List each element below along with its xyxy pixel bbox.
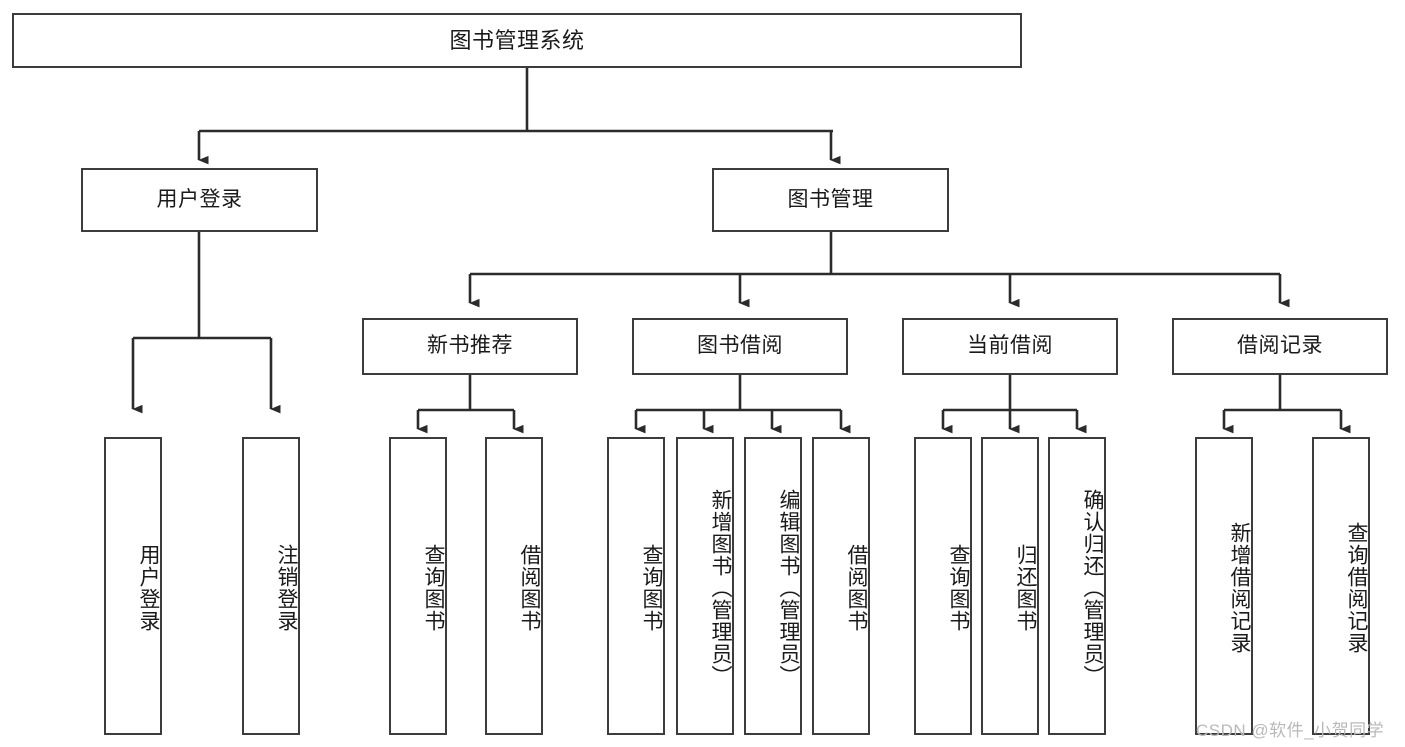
node-user-login[interactable]: 用户登录 <box>81 168 318 232</box>
leaf-borrow-book-recommend[interactable]: 借阅图书 <box>485 437 543 735</box>
node-root-label: 图书管理系统 <box>449 27 585 53</box>
leaf-logout-login[interactable]: 注销登录 <box>242 437 300 735</box>
leaf-borrow-book[interactable]: 借阅图书 <box>812 437 870 735</box>
node-book-manage[interactable]: 图书管理 <box>712 168 949 232</box>
node-current-borrow[interactable]: 当前借阅 <box>902 318 1118 375</box>
leaf-return-book-label: 归还图书 <box>1014 544 1037 632</box>
leaf-add-borrow-record-label: 新增借阅记录 <box>1228 522 1251 654</box>
node-borrow-record[interactable]: 借阅记录 <box>1172 318 1388 375</box>
leaf-query-borrow-record[interactable]: 查询借阅记录 <box>1312 437 1370 735</box>
node-new-book-recommend[interactable]: 新书推荐 <box>362 318 578 375</box>
node-book-manage-label: 图书管理 <box>787 187 874 211</box>
leaf-confirm-return-label: 确认归还（管理员） <box>1081 489 1104 687</box>
leaf-query-book-recommend[interactable]: 查询图书 <box>389 437 447 735</box>
node-book-borrow-label: 图书借阅 <box>697 334 783 358</box>
leaf-edit-book-label: 编辑图书（管理员） <box>777 489 800 687</box>
leaf-borrow-book-label: 借阅图书 <box>845 544 868 632</box>
leaf-add-borrow-record[interactable]: 新增借阅记录 <box>1195 437 1253 735</box>
leaf-return-book[interactable]: 归还图书 <box>981 437 1039 735</box>
csdn-watermark: CSDN @软件_小贺同学 <box>1196 721 1385 740</box>
node-user-login-label: 用户登录 <box>156 187 243 211</box>
leaf-add-book-label: 新增图书（管理员） <box>709 489 732 687</box>
leaf-query-book-borrow[interactable]: 查询图书 <box>607 437 665 735</box>
node-root-system[interactable]: 图书管理系统 <box>12 13 1022 68</box>
leaf-query-book-current-label: 查询图书 <box>947 544 970 632</box>
node-current-borrow-label: 当前借阅 <box>967 334 1053 358</box>
node-new-book-recommend-label: 新书推荐 <box>427 334 513 358</box>
node-borrow-record-label: 借阅记录 <box>1237 334 1323 358</box>
leaf-confirm-return[interactable]: 确认归还（管理员） <box>1048 437 1106 735</box>
leaf-query-book-recommend-label: 查询图书 <box>422 544 445 632</box>
leaf-query-borrow-record-label: 查询借阅记录 <box>1345 522 1368 654</box>
leaf-edit-book[interactable]: 编辑图书（管理员） <box>744 437 802 735</box>
leaf-user-login[interactable]: 用户登录 <box>104 437 162 735</box>
leaf-query-book-borrow-label: 查询图书 <box>640 544 663 632</box>
leaf-query-book-current[interactable]: 查询图书 <box>914 437 972 735</box>
leaf-logout-login-label: 注销登录 <box>275 544 298 632</box>
leaf-borrow-book-recommend-label: 借阅图书 <box>518 544 541 632</box>
node-book-borrow[interactable]: 图书借阅 <box>632 318 848 375</box>
leaf-user-login-label: 用户登录 <box>137 544 160 632</box>
leaf-add-book[interactable]: 新增图书（管理员） <box>676 437 734 735</box>
